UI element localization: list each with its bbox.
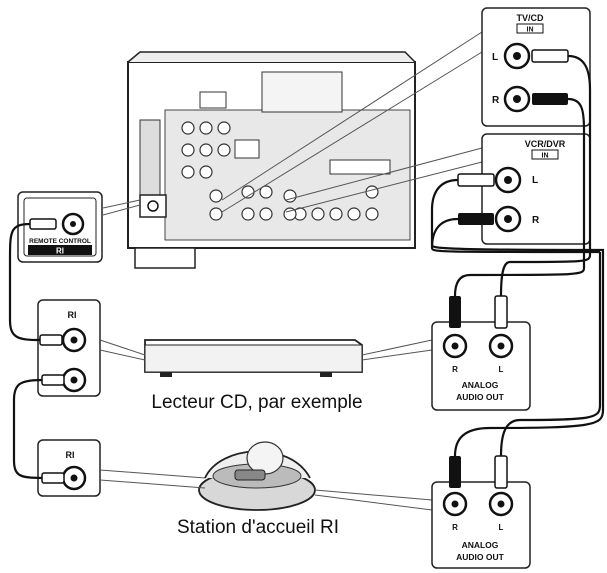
tvcd-left-label: L <box>492 52 498 63</box>
vcrdvr-right-label: R <box>532 215 540 226</box>
ri-symbol: RI <box>56 247 64 256</box>
cd-out-line2: AUDIO OUT <box>456 392 505 402</box>
ri-port-label-dock: RI <box>66 450 75 460</box>
vcrdvr-sub: IN <box>542 153 549 160</box>
dock-out-line2: AUDIO OUT <box>456 552 505 562</box>
audio-cables <box>430 54 605 457</box>
tvcd-right-label: R <box>492 95 500 106</box>
receiver-rear-panel <box>127 51 416 269</box>
cd-audio-out-panel: R L ANALOG AUDIO OUT <box>431 295 531 411</box>
dock-out-line1: ANALOG <box>462 540 499 550</box>
vcrdvr-left-label: L <box>532 175 538 186</box>
tvcd-in-panel: TV/CD IN L R <box>481 7 591 127</box>
ri-dock <box>198 441 316 511</box>
ri-cables <box>8 222 43 480</box>
dock-caption: Station d'accueil RI <box>177 517 339 538</box>
dock-out-r-label: R <box>452 523 458 532</box>
remote-control-label: REMOTE CONTROL <box>29 238 91 245</box>
vcrdvr-title: VCR/DVR <box>525 139 566 149</box>
vcrdvr-in-panel: VCR/DVR IN L R <box>457 133 591 245</box>
ri-port-label: RI <box>68 310 77 320</box>
remote-control-panel: REMOTE CONTROL RI <box>17 191 103 263</box>
cd-out-r-label: R <box>452 365 458 374</box>
tvcd-title: TV/CD <box>517 13 545 23</box>
cd-out-l-label: L <box>499 365 504 374</box>
cd-player <box>144 339 363 377</box>
ri-plugs <box>29 218 65 484</box>
ri-port-block-cd: RI <box>37 299 101 397</box>
ri-port-block-dock: RI <box>37 439 101 497</box>
dock-out-l-label: L <box>499 523 504 532</box>
tvcd-sub: IN <box>527 27 534 34</box>
cd-player-caption: Lecteur CD, par exemple <box>151 392 362 413</box>
cd-out-line1: ANALOG <box>462 380 499 390</box>
dock-audio-out-panel: R L ANALOG AUDIO OUT <box>431 455 531 569</box>
